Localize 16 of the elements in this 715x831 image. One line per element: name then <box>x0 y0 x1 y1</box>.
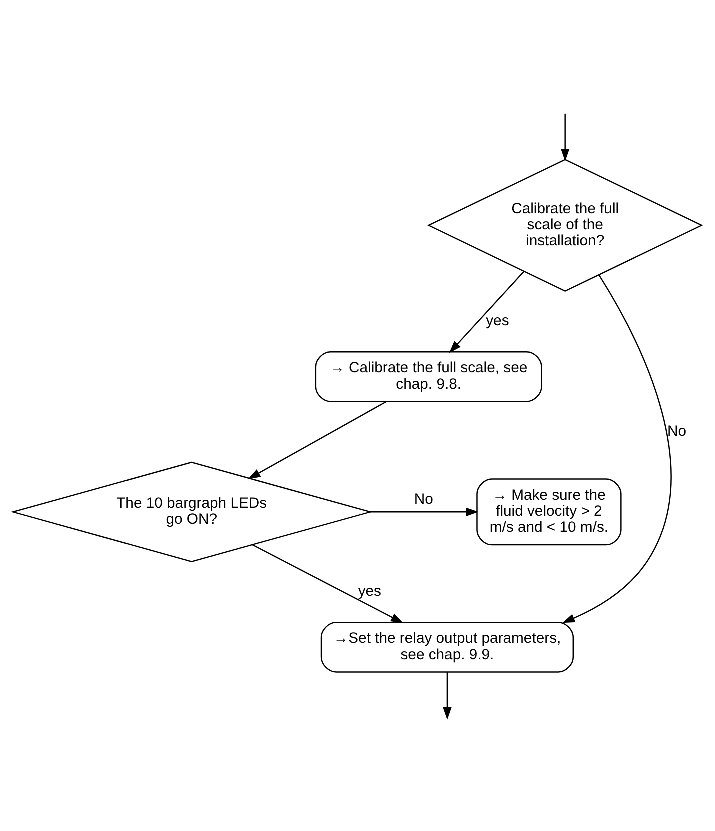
arrow <box>562 274 672 623</box>
edge-label: No <box>414 492 434 508</box>
arrow <box>449 270 524 353</box>
arrow <box>370 507 479 516</box>
arrow <box>561 113 570 161</box>
arrow <box>443 672 452 720</box>
arrow <box>252 544 404 623</box>
node-diamond: The 10 bargraph LEDs go ON? <box>10 461 373 562</box>
edge-label: No <box>668 423 687 440</box>
arrow <box>248 400 387 479</box>
edge-label: yes <box>486 313 510 330</box>
node-diamond: Calibrate the full scale of the installation? <box>427 158 704 292</box>
node-box: →Set the relay output parameters, see chap. 9.9. <box>320 621 574 672</box>
edge-label: yes <box>358 584 382 600</box>
node-box: → Calibrate the full scale, see chap. 9.8. <box>315 350 542 402</box>
node-box: → Make sure the fluid velocity > 2 m/s and < 10 m/s. <box>476 478 622 546</box>
